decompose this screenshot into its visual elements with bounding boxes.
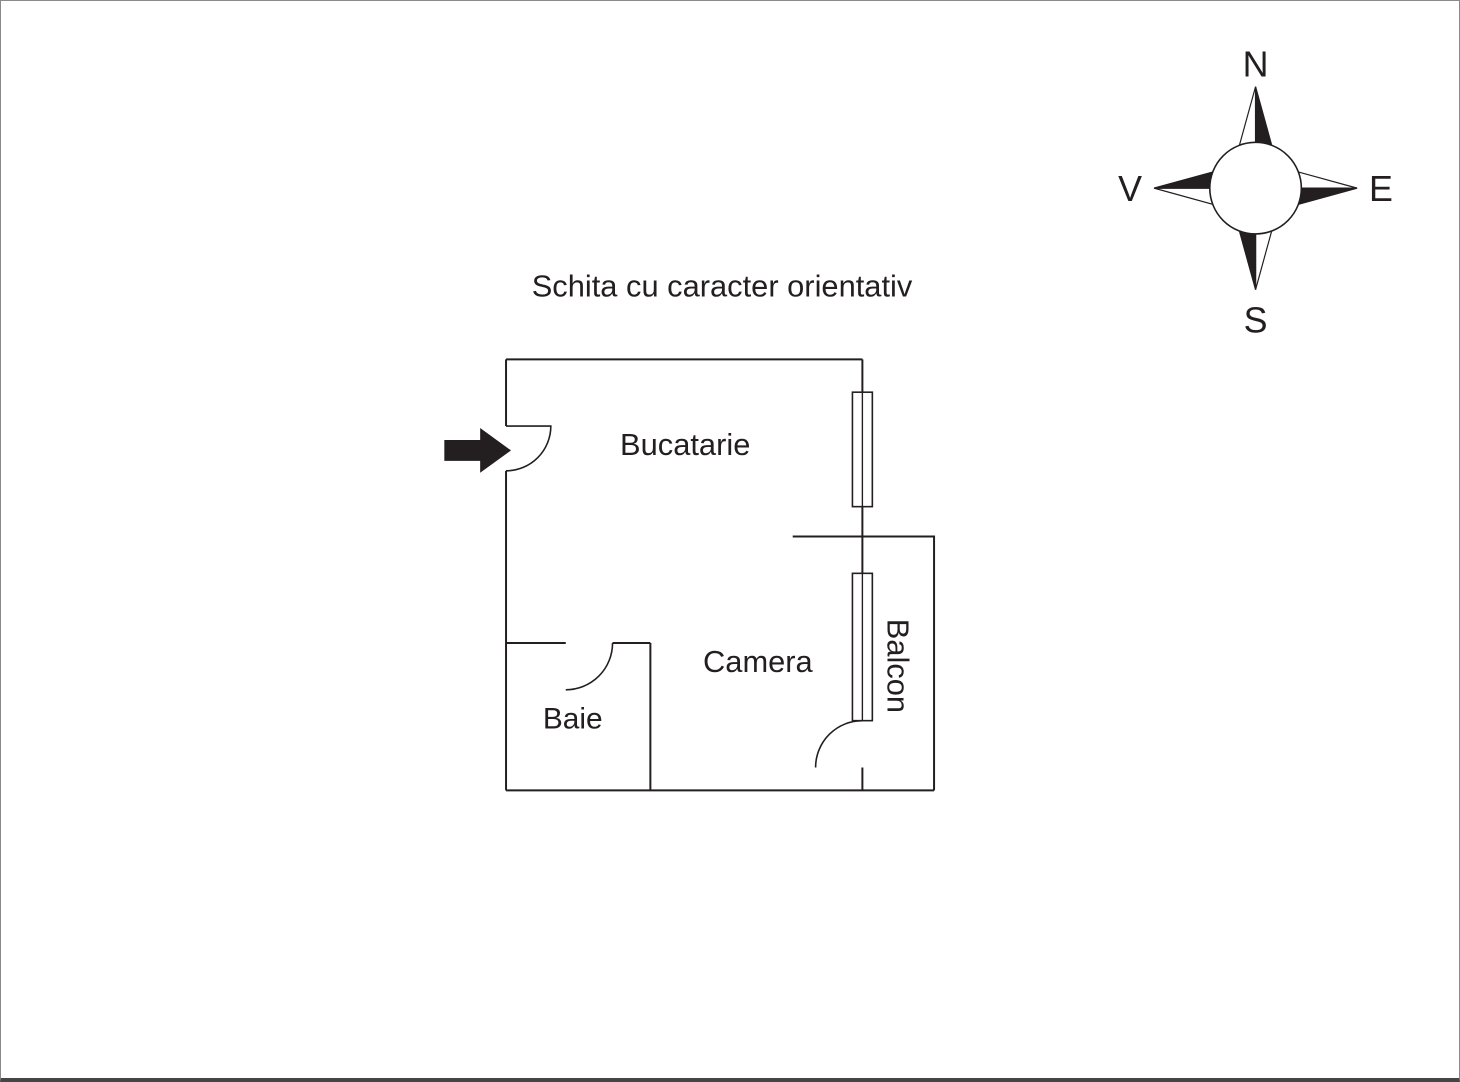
windows bbox=[851, 391, 874, 722]
room-label-balcon: Balcon bbox=[880, 619, 915, 713]
door-arcs bbox=[506, 425, 863, 768]
wall-bathroom bbox=[506, 642, 652, 791]
room-label-bucatarie: Bucatarie bbox=[620, 427, 750, 462]
wall-balcony bbox=[792, 535, 936, 791]
entrance-arrow-icon bbox=[444, 428, 512, 473]
compass-circle bbox=[1208, 141, 1303, 235]
bathroom-door-arc-icon bbox=[565, 643, 614, 691]
room-label-baie: Baie bbox=[543, 703, 603, 736]
compass-label-east: E bbox=[1369, 169, 1393, 209]
sketch-title: Schita cu caracter orientativ bbox=[532, 269, 913, 304]
entrance-door-arc-icon bbox=[506, 425, 552, 472]
compass-label-north: N bbox=[1243, 45, 1269, 85]
room-label-camera: Camera bbox=[703, 644, 814, 679]
compass-rose-icon: N E S V bbox=[1118, 45, 1393, 341]
balcony-door-arc-icon bbox=[814, 719, 863, 768]
compass-label-south: S bbox=[1244, 300, 1268, 340]
apartment-walls bbox=[505, 358, 936, 792]
compass-label-west: V bbox=[1118, 169, 1142, 209]
